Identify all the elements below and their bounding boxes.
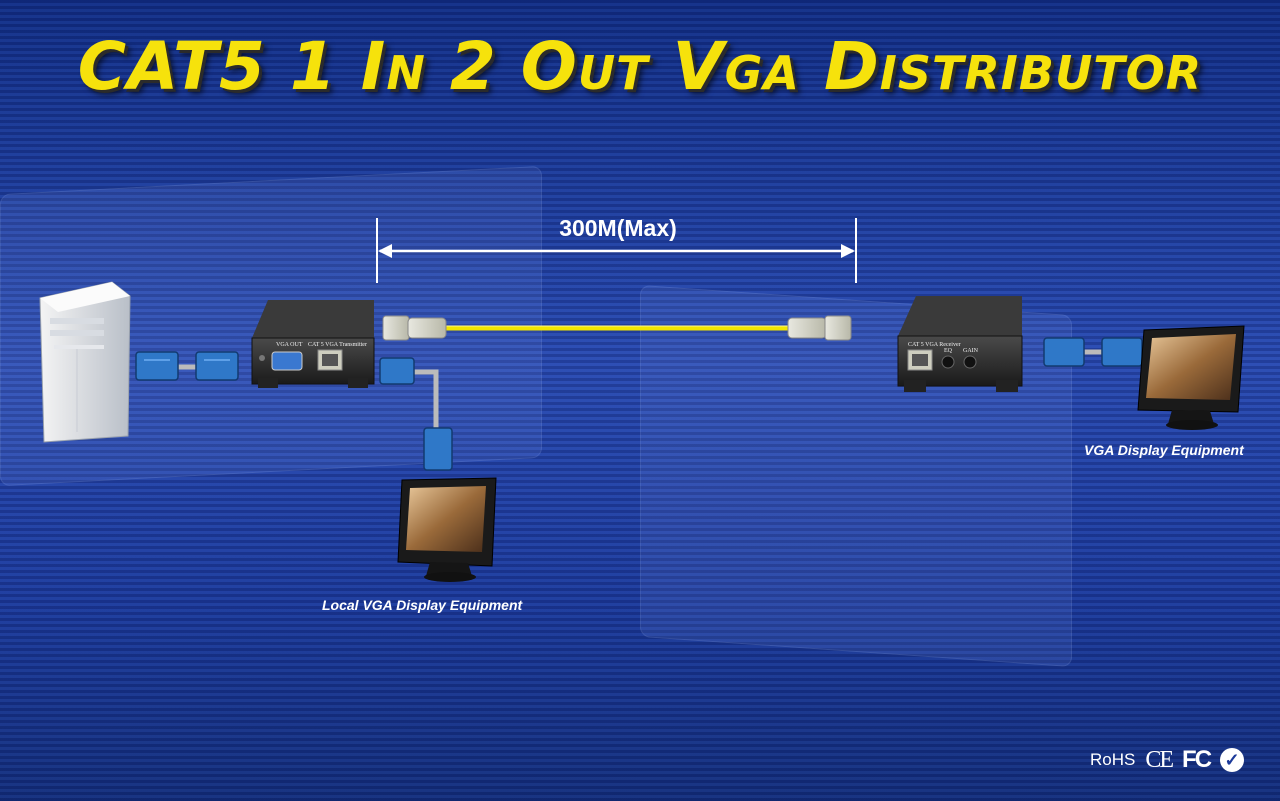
ce-logo: CE — [1145, 746, 1174, 773]
remote-monitor-icon — [1137, 325, 1245, 430]
receiver-model-label: CAT 5 VGA Receiver — [908, 342, 961, 348]
rohs-logo: RoHS — [1090, 750, 1136, 769]
fc-logo: FC — [1182, 746, 1212, 773]
distance-label: 300M(Max) — [559, 215, 677, 241]
receiver-device: CAT 5 VGA Receiver EQ GAIN — [897, 296, 1023, 392]
vga-cable-pc-to-transmitter — [135, 351, 239, 381]
remote-display-caption: VGA Display Equipment — [1084, 442, 1244, 458]
check-mark-icon: ✓ — [1220, 748, 1245, 772]
distance-dimension — [376, 218, 857, 283]
vga-cable-receiver-to-monitor — [1043, 337, 1143, 367]
vga-cable-local-monitor — [379, 357, 453, 471]
cat5-cable — [382, 315, 852, 341]
pc-tower-icon — [39, 281, 131, 443]
transmitter-port-label: VGA OUT — [276, 342, 303, 348]
certification-logos: RoHS CE FC ✓ — [1090, 744, 1245, 776]
local-display-caption: Local VGA Display Equipment — [322, 597, 523, 613]
rj45-plug-left — [382, 315, 447, 341]
transmitter-device: VGA OUT CAT 5 VGA Transmitter — [251, 300, 375, 388]
local-monitor-icon — [397, 477, 497, 582]
rj45-plug-right — [787, 315, 852, 341]
transmitter-model-label: CAT 5 VGA Transmitter — [308, 342, 367, 348]
receiver-eq-label: EQ — [944, 348, 953, 354]
receiver-gain-label: GAIN — [963, 348, 979, 354]
page-title: CAT5 1 In 2 Out Vga Distributor — [77, 28, 1203, 105]
